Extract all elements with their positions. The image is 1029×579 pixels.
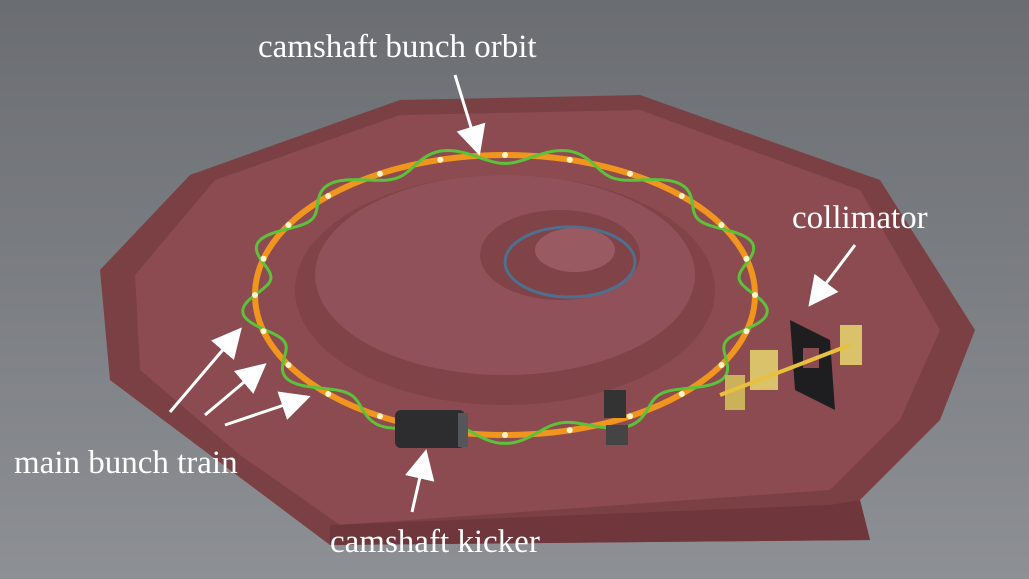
annotation-arrows	[168, 74, 857, 513]
label-camshaft-kicker: camshaft kicker	[330, 524, 540, 560]
bunch-marker	[627, 413, 633, 420]
base-platform	[100, 95, 975, 545]
collimator-device	[719, 320, 862, 410]
bunch-marker	[566, 156, 573, 163]
bunch-marker	[260, 255, 267, 262]
arrow-train-3	[224, 391, 311, 427]
bunch-marker	[502, 152, 508, 158]
bunch-marker	[743, 255, 750, 262]
bunch-marker	[260, 328, 267, 335]
bunch-marker	[285, 362, 292, 368]
bunch-marker	[566, 427, 573, 434]
bunch-marker	[743, 328, 750, 335]
bunch-marker	[627, 170, 633, 177]
bunch-marker	[377, 170, 383, 177]
bunch-marker	[377, 413, 383, 420]
bunch-marker	[325, 390, 332, 397]
bunch-marker	[252, 292, 258, 298]
arrow-collimator	[808, 244, 857, 307]
arrow-train-1	[168, 327, 242, 413]
inner-ring	[503, 225, 637, 299]
bunch-marker	[718, 362, 725, 368]
arrow-orbit	[453, 74, 486, 156]
bunch-marker	[502, 432, 508, 438]
label-camshaft-bunch-orbit: camshaft bunch orbit	[258, 29, 537, 65]
bunch-marker	[718, 222, 725, 228]
camshaft-kicker-device	[395, 410, 468, 448]
bunch-marker	[285, 222, 292, 228]
bunch-marker	[437, 156, 444, 163]
label-main-bunch-train: main bunch train	[14, 445, 238, 481]
label-collimator: collimator	[792, 200, 928, 236]
bunch-marker	[678, 193, 685, 200]
bunch-marker	[678, 390, 685, 397]
arrow-train-2	[204, 363, 267, 417]
bunch-marker	[325, 193, 332, 200]
bunch-marker	[752, 292, 758, 298]
small-magnets	[604, 390, 628, 445]
arrow-kicker	[405, 449, 435, 513]
